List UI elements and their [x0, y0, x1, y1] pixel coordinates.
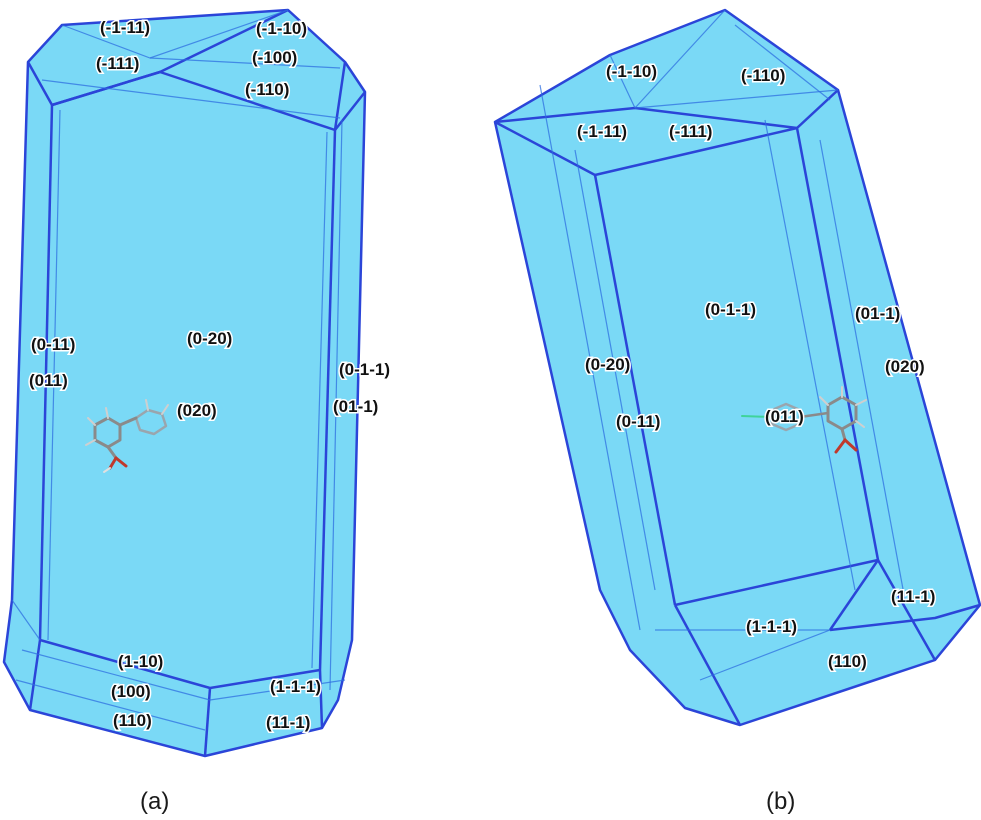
- face-label: (0-1-1): [705, 300, 756, 319]
- face-label: (011): [29, 371, 68, 390]
- panel-a-caption: (a): [140, 788, 169, 815]
- face-label: (0-1-1): [339, 360, 390, 379]
- face-label: (1-1-1): [270, 677, 321, 696]
- face-label: (0-20): [585, 355, 630, 374]
- face-label: (100): [111, 682, 151, 701]
- panel-b-caption: (b): [766, 788, 795, 815]
- face-label: (-111): [96, 54, 139, 73]
- crystal-b-hidden-edges: [539, 9, 906, 681]
- face-label: (-100): [252, 48, 297, 67]
- face-label: (-111): [669, 122, 712, 141]
- face-label: (020): [885, 357, 925, 376]
- panel-b: (-1-10) (-110) (-1-11) (-111) (0-1-1) (0…: [493, 8, 981, 815]
- molecule-a: [85, 399, 169, 473]
- face-label: (020): [177, 401, 217, 420]
- face-label: (0-11): [616, 412, 660, 431]
- crystal-a-hidden-edges: [11, 9, 346, 731]
- face-label: (-1-10): [256, 19, 307, 38]
- face-label: (1-10): [118, 652, 163, 671]
- face-label: (01-1): [855, 304, 900, 323]
- face-label: (-1-11): [577, 122, 627, 141]
- face-label: (011): [765, 407, 804, 426]
- face-label: (01-1): [333, 397, 378, 416]
- face-labels-a: (-1-11) (-1-10) (-100) (-111) (-110) (0-…: [28, 17, 392, 734]
- crystal-b-visible-edges: [494, 89, 981, 726]
- face-label: (1-1-1): [746, 617, 797, 636]
- face-labels-b: (-1-10) (-110) (-1-11) (-111) (0-1-1) (0…: [576, 61, 937, 673]
- face-label: (11-1): [266, 713, 310, 732]
- face-label: (-110): [741, 66, 785, 85]
- face-label: (110): [828, 652, 867, 671]
- panel-a: (-1-11) (-1-10) (-100) (-111) (-110) (0-…: [2, 8, 392, 815]
- face-label: (110): [113, 711, 152, 730]
- face-label: (0-11): [31, 335, 75, 354]
- face-label: (-1-10): [606, 62, 657, 81]
- molecule-b: [741, 386, 867, 454]
- face-label: (11-1): [891, 587, 935, 606]
- face-label: (0-20): [187, 329, 232, 348]
- face-label: (-1-11): [100, 18, 150, 37]
- face-label: (-110): [245, 80, 289, 99]
